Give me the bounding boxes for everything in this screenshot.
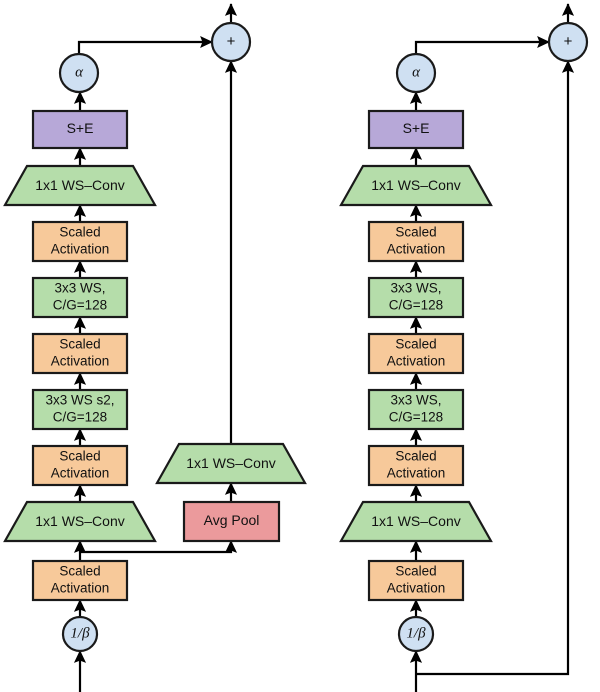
edge-alpha-to-sum: [414, 35, 550, 54]
conv-3x3-ws-a-shape: [367, 388, 465, 431]
scaled-activation-0-shape: [367, 559, 465, 602]
non-transition-block-edges: [409, 3, 575, 692]
beta-scale-node-shape: [61, 615, 99, 653]
conv-3x3-ws-b-shape: [31, 276, 129, 319]
squeeze-excite-block-shape: [367, 109, 465, 150]
scaled-activation-1-shape: [367, 444, 465, 487]
alpha-scale-node[interactable]: α: [58, 52, 100, 94]
conv-3x3-ws-b[interactable]: 3x3 WS,C/G=128: [367, 276, 465, 319]
scaled-activation-0-shape: [31, 559, 129, 602]
scaled-activation-3-shape: [367, 220, 465, 263]
edges-layer: [73, 3, 575, 692]
conv-1x1-ws-out[interactable]: 1x1 WS–Conv: [3, 164, 157, 207]
conv-1x1-ws-out-shape: [3, 164, 157, 207]
alpha-scale-node[interactable]: α: [395, 52, 437, 94]
conv-3x3-ws-a[interactable]: 3x3 WS,C/G=128: [367, 388, 465, 431]
alpha-scale-node-shape: [395, 52, 437, 94]
beta-scale-node[interactable]: 1/β: [397, 615, 435, 653]
conv-3x3-ws-b[interactable]: 3x3 WS,C/G=128: [31, 276, 129, 319]
avg-pool-block[interactable]: Avg Pool: [182, 500, 281, 543]
skip-conv-1x1-ws[interactable]: 1x1 WS–Conv: [155, 442, 307, 485]
conv-3x3-ws-s2-shape: [31, 388, 129, 431]
edge-input-branch-to-sum: [416, 60, 575, 676]
conv-1x1-ws-out[interactable]: 1x1 WS–Conv: [339, 164, 493, 207]
beta-scale-node[interactable]: 1/β: [61, 615, 99, 653]
edge-alpha-to-sum: [77, 35, 213, 54]
sum-node[interactable]: +: [547, 21, 589, 63]
alpha-scale-node-shape: [58, 52, 100, 94]
scaled-activation-2-shape: [31, 332, 129, 375]
skip-conv-1x1-ws-shape: [155, 442, 307, 485]
conv-1x1-ws-in-shape: [3, 500, 157, 543]
sum-node[interactable]: +: [210, 21, 252, 63]
conv-1x1-ws-in[interactable]: 1x1 WS–Conv: [3, 500, 157, 543]
edge-act0-branch-to-avgpool: [80, 540, 238, 554]
scaled-activation-2-shape: [367, 332, 465, 375]
beta-scale-node-shape: [397, 615, 435, 653]
conv-1x1-ws-in[interactable]: 1x1 WS–Conv: [339, 500, 493, 543]
conv-3x3-ws-s2[interactable]: 3x3 WS s2,C/G=128: [31, 388, 129, 431]
conv-3x3-ws-b-shape: [367, 276, 465, 319]
transition-block-edges: [73, 3, 238, 692]
squeeze-excite-block-shape: [31, 109, 129, 150]
sum-node-shape: [210, 21, 252, 63]
avg-pool-block-shape: [182, 500, 281, 543]
squeeze-excite-block[interactable]: S+E: [367, 109, 465, 150]
sum-node-shape: [547, 21, 589, 63]
conv-1x1-ws-out-shape: [339, 164, 493, 207]
scaled-activation-3-shape: [31, 220, 129, 263]
conv-1x1-ws-in-shape: [339, 500, 493, 543]
squeeze-excite-block[interactable]: S+E: [31, 109, 129, 150]
scaled-activation-1-shape: [31, 444, 129, 487]
